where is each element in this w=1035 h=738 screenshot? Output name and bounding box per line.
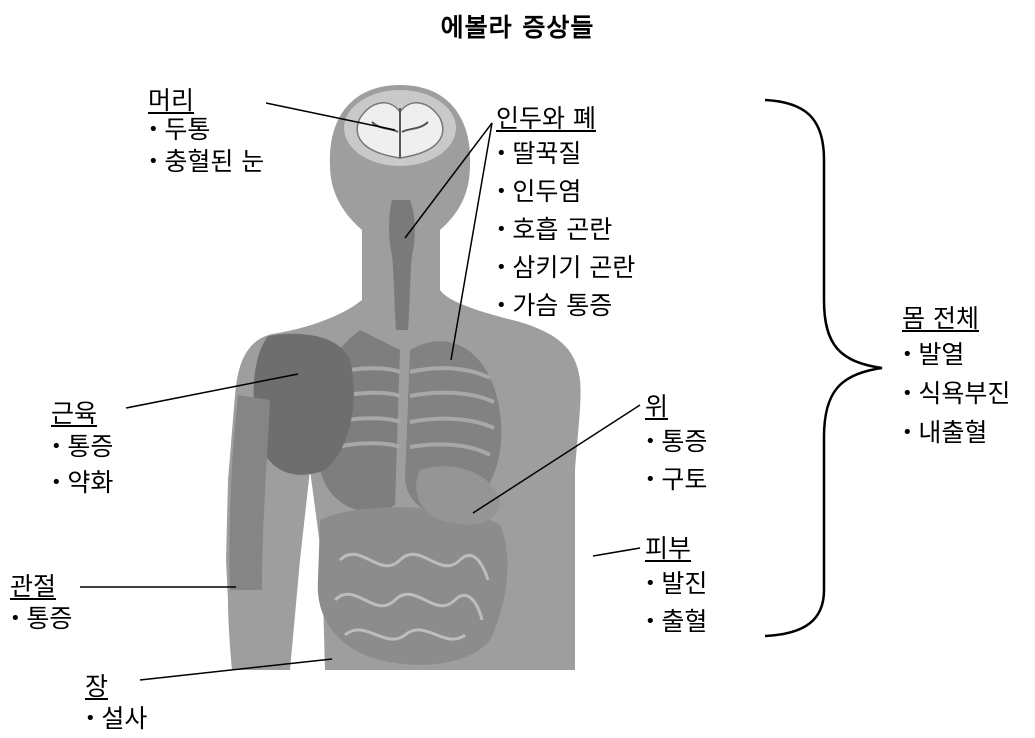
- label-stomach-title: 위: [645, 389, 707, 424]
- label-throat-item: 딸꾹질: [496, 136, 635, 174]
- label-skin-title: 피부: [645, 531, 707, 566]
- label-body-item: 발열: [902, 337, 1010, 376]
- label-throat-item: 가슴 통증: [496, 288, 635, 326]
- label-stomach-item: 구토: [645, 462, 707, 500]
- label-bowel-item: 설사: [85, 703, 147, 738]
- label-skin-item: 출혈: [645, 604, 707, 642]
- label-stomach: 위 통증 구토: [645, 389, 707, 500]
- label-skin-item: 발진: [645, 566, 707, 604]
- label-muscle: 근육 통증 약화: [51, 397, 113, 502]
- label-muscle-item: 약화: [51, 466, 113, 502]
- label-bowel: 장 설사: [85, 671, 147, 738]
- label-bowel-title: 장: [85, 671, 147, 703]
- label-joint: 관절 통증: [10, 571, 72, 638]
- label-throat-lungs: 인두와 폐 딸꾹질 인두염 호흡 곤란 삼키기 곤란 가슴 통증: [496, 101, 635, 326]
- label-joint-item: 통증: [10, 603, 72, 638]
- label-throat-item: 호흡 곤란: [496, 212, 635, 250]
- label-body-item: 식욕부진: [902, 376, 1010, 415]
- label-head-item: 두통: [148, 115, 264, 147]
- label-body-title: 몸 전체: [902, 301, 1010, 337]
- label-head-title: 머리: [148, 86, 264, 115]
- skin-leader-line: [593, 548, 640, 556]
- label-head-item: 충혈된 눈: [148, 147, 264, 179]
- label-joint-title: 관절: [10, 571, 72, 603]
- label-throat-item: 인두염: [496, 174, 635, 212]
- label-stomach-item: 통증: [645, 424, 707, 462]
- label-muscle-item: 통증: [51, 430, 113, 466]
- label-skin: 피부 발진 출혈: [645, 531, 707, 642]
- label-body-item: 내출혈: [902, 415, 1010, 454]
- label-throat-item: 삼키기 곤란: [496, 250, 635, 288]
- label-head: 머리 두통 충혈된 눈: [148, 86, 264, 179]
- label-whole-body: 몸 전체 발열 식욕부진 내출혈: [902, 301, 1010, 454]
- label-throat-title: 인두와 폐: [496, 101, 635, 136]
- label-muscle-title: 근육: [51, 397, 113, 430]
- whole-body-brace: [765, 100, 882, 636]
